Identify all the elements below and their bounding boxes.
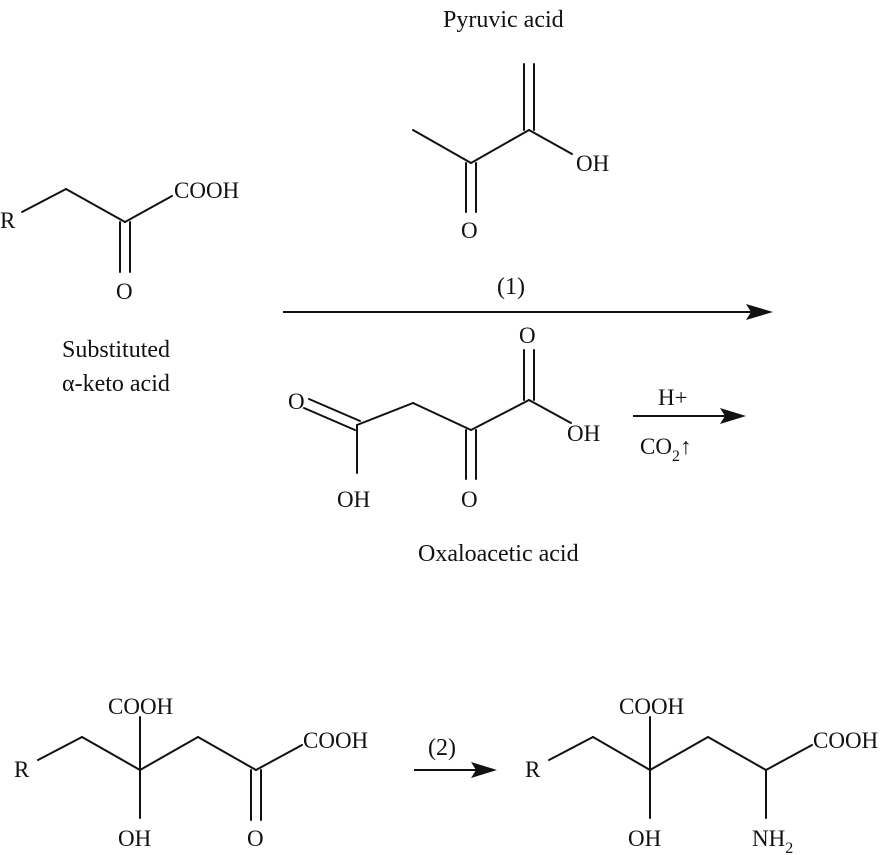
acid-label: H+ xyxy=(658,385,688,410)
oxygen-label: O xyxy=(288,389,305,414)
bond xyxy=(470,399,530,431)
bond xyxy=(356,402,414,426)
bond xyxy=(197,736,257,771)
reaction-arrow-1: (1) xyxy=(283,274,773,320)
bond xyxy=(528,399,572,424)
carbon-dioxide-label: CO2↑ xyxy=(640,434,691,465)
oxaloacetic-acid-label: Oxaloacetic acid xyxy=(418,541,579,567)
substituted-keto-acid-structure: R COOH O Substituted α-keto acid xyxy=(0,178,239,397)
carboxyl-label: COOH xyxy=(303,728,368,753)
hydroxyl-label: OH xyxy=(567,421,600,446)
bond xyxy=(592,736,651,771)
r-group-label: R xyxy=(14,757,30,782)
substituted-label: Substituted xyxy=(62,337,170,363)
carboxyl-label: COOH xyxy=(108,694,173,719)
arrow-head xyxy=(471,762,497,778)
oxygen-label: O xyxy=(247,826,264,851)
bond xyxy=(255,744,303,771)
hydroxyl-label: OH xyxy=(576,151,609,176)
r-group-label: R xyxy=(0,208,16,233)
carboxyl-label: COOH xyxy=(174,178,239,203)
bond xyxy=(81,736,141,771)
bond xyxy=(65,188,126,223)
pyruvic-acid-structure: Pyruvic acid OH O xyxy=(412,7,609,243)
oxygen-label: O xyxy=(461,218,478,243)
hydroxy-keto-acid-structure: R COOH COOH OH O xyxy=(14,694,368,851)
amino-label: NH2 xyxy=(752,826,793,855)
oxygen-label: O xyxy=(519,323,536,348)
reaction-arrow-2: (2) xyxy=(414,735,497,778)
double-bond-line xyxy=(308,398,361,422)
carboxyl-label: COOH xyxy=(619,694,684,719)
bond xyxy=(548,736,594,761)
double-bond-line xyxy=(303,407,356,431)
oxygen-label: O xyxy=(461,487,478,512)
bond xyxy=(707,736,767,771)
bond xyxy=(470,129,530,164)
gas-up-arrow-icon: ↑ xyxy=(680,434,692,459)
hydroxyl-label: OH xyxy=(337,487,370,512)
bond xyxy=(124,195,173,223)
bond xyxy=(21,188,67,213)
hydroxyl-label: OH xyxy=(118,826,151,851)
arrow-head xyxy=(720,408,746,424)
oxygen-label: O xyxy=(116,279,133,304)
pyruvic-acid-label: Pyruvic acid xyxy=(443,7,564,33)
amino-acid-product-structure: R COOH COOH OH NH2 xyxy=(525,694,878,855)
bond xyxy=(412,402,472,431)
bond xyxy=(37,736,83,761)
alpha-keto-acid-label: α-keto acid xyxy=(62,371,170,397)
carboxyl-label: COOH xyxy=(813,728,878,753)
r-group-label: R xyxy=(525,757,541,782)
bond xyxy=(765,744,813,771)
arrow-head xyxy=(746,304,773,320)
step-2-label: (2) xyxy=(428,735,456,761)
bond xyxy=(528,129,573,155)
step-1-label: (1) xyxy=(497,274,525,300)
bond xyxy=(412,129,472,164)
bond xyxy=(139,736,199,771)
decarboxylation-arrow: H+ CO2↑ xyxy=(633,385,746,465)
bond xyxy=(649,736,709,771)
hydroxyl-label: OH xyxy=(628,826,661,851)
oxaloacetic-acid-structure: O OH O O OH Oxaloacetic acid xyxy=(288,323,600,567)
